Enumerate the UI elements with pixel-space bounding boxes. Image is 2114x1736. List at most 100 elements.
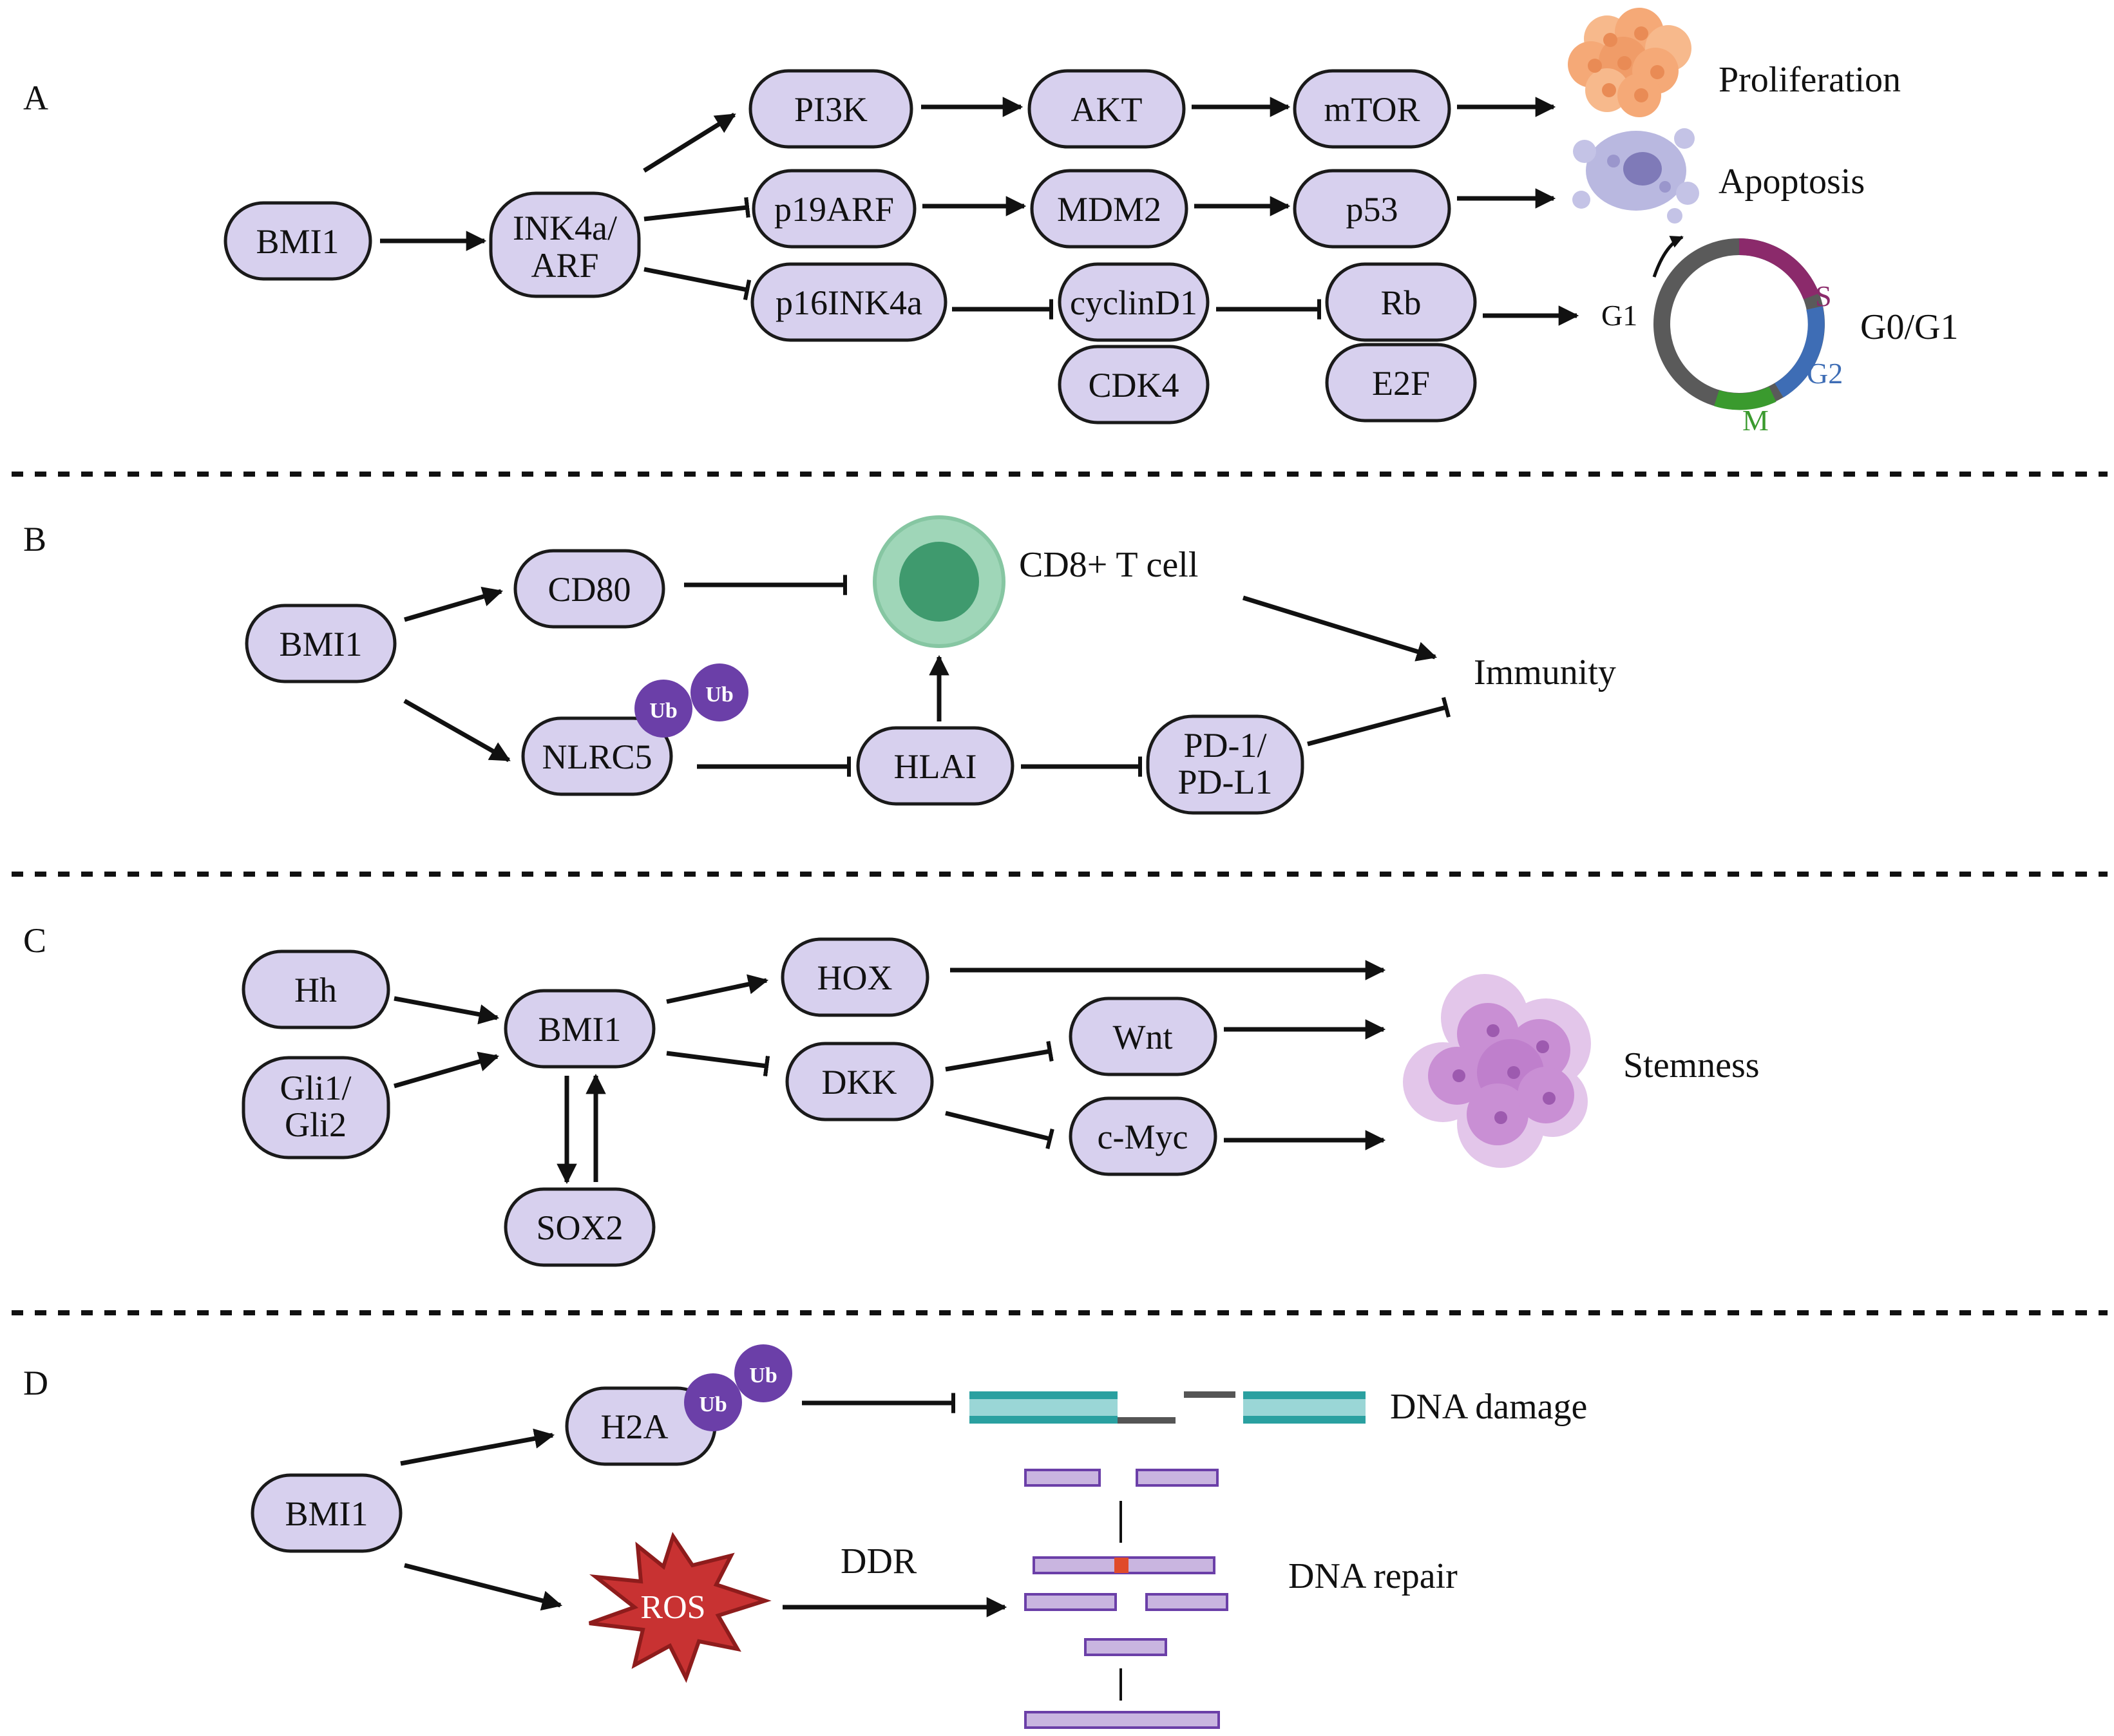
node-cmyc: c-Myc	[1069, 1096, 1217, 1176]
node-ink4a-arf: INK4a/ ARF	[489, 191, 641, 298]
ub-label-b-2: Ub	[705, 683, 733, 707]
node-h2a-label: H2A	[601, 1407, 669, 1446]
panel-label-b: B	[23, 520, 46, 558]
node-cyclind1-label: cyclinD1	[1070, 283, 1197, 322]
label-proliferation: Proliferation	[1719, 60, 1901, 100]
cell-cycle-g2-arc	[1774, 306, 1825, 398]
node-hox-label: HOX	[817, 959, 893, 997]
node-bmi1-d: BMI1	[251, 1473, 403, 1553]
label-ddr: DDR	[841, 1541, 917, 1581]
node-hh: Hh	[242, 949, 390, 1029]
edge-ink4a-pi3k	[643, 113, 736, 173]
edge-dkk-wnt	[945, 1040, 1054, 1072]
cell-cycle-label-s: S	[1815, 280, 1832, 312]
ub-label-d-2: Ub	[749, 1364, 777, 1388]
label-cd8-tcell: CD8+ T cell	[1019, 545, 1198, 585]
label-immunity: Immunity	[1474, 653, 1616, 692]
dna-repair-icon	[1024, 1469, 1228, 1729]
node-cdk4-label: CDK4	[1088, 366, 1179, 405]
node-bmi1-a: BMI1	[224, 201, 372, 281]
cell-cycle-arrow	[1652, 235, 1684, 278]
apoptosis-cell-icon	[1572, 128, 1699, 224]
node-ink4a-arf-line2: ARF	[531, 246, 598, 285]
label-stemness: Stemness	[1623, 1045, 1760, 1085]
node-gli: Gli1/ Gli2	[242, 1056, 390, 1159]
node-sox2: SOX2	[504, 1187, 656, 1267]
node-nlrc5: NLRC5	[521, 716, 673, 796]
ubiquitin-icon-b: Ub Ub	[634, 663, 748, 738]
dna-damage-icon	[969, 1391, 1366, 1424]
node-p19arf-label: p19ARF	[774, 190, 894, 229]
stem-cells-icon	[1403, 974, 1591, 1168]
node-akt-label: AKT	[1071, 90, 1143, 129]
edge-bmi1-h2a	[400, 1428, 555, 1466]
node-mdm2-label: MDM2	[1057, 190, 1161, 229]
node-mtor: mTOR	[1293, 69, 1451, 149]
node-cmyc-label: c-Myc	[1098, 1118, 1188, 1156]
node-pd1-pdl1: PD-1/ PD-L1	[1146, 714, 1304, 815]
node-dkk: DKK	[785, 1042, 934, 1121]
node-cd80: CD80	[513, 549, 665, 629]
cell-cycle-label-g1: G1	[1601, 299, 1637, 332]
node-dkk-label: DKK	[822, 1063, 897, 1102]
node-hlai: HLAI	[856, 726, 1014, 806]
node-bmi1-a-label: BMI1	[256, 222, 339, 261]
node-cdk4: CDK4	[1058, 345, 1210, 424]
edge-bmi1-cd80	[404, 586, 504, 622]
node-mtor-label: mTOR	[1324, 90, 1420, 129]
node-e2f: E2F	[1325, 343, 1477, 423]
node-p19arf: p19ARF	[752, 169, 917, 249]
edge-dkk-cmyc	[945, 1111, 1054, 1150]
panel-label-d: D	[23, 1364, 48, 1402]
edge-hh-bmi1	[394, 996, 500, 1025]
node-gli-line2: Gli2	[285, 1105, 347, 1144]
node-rb-label: Rb	[1380, 283, 1421, 322]
ub-label-b-1: Ub	[649, 699, 677, 723]
edge-ink4a-p19arf	[643, 196, 750, 222]
ub-label-d-1: Ub	[699, 1393, 727, 1416]
node-pd1-line1: PD-1/	[1183, 726, 1266, 765]
edge-bmi1-ros	[404, 1563, 563, 1611]
node-mdm2: MDM2	[1030, 169, 1188, 249]
cell-cycle-label-m: M	[1742, 404, 1769, 437]
ros-burst-icon	[588, 1532, 772, 1683]
edge-ink4a-p16	[643, 267, 752, 301]
node-cd80-label: CD80	[548, 570, 631, 609]
edge-gli-bmi1	[394, 1051, 500, 1089]
node-nlrc5-label: NLRC5	[542, 738, 652, 776]
node-hlai-label: HLAI	[894, 747, 977, 786]
edge-tcell-immunity	[1242, 595, 1438, 662]
label-apoptosis: Apoptosis	[1719, 162, 1865, 202]
edge-pd1-immunity	[1307, 696, 1451, 747]
panel-label-c: C	[23, 921, 46, 960]
label-dna-damage: DNA damage	[1390, 1387, 1587, 1427]
cell-cycle-icon	[1652, 235, 1825, 410]
node-hh-label: Hh	[294, 971, 337, 1009]
node-cyclind1: cyclinD1	[1058, 262, 1210, 342]
node-pd1-line2: PD-L1	[1178, 763, 1273, 801]
node-wnt-label: Wnt	[1113, 1018, 1173, 1056]
node-h2a: H2A	[565, 1386, 717, 1466]
node-bmi1-d-label: BMI1	[285, 1494, 368, 1533]
label-g0g1: G0/G1	[1860, 307, 1958, 347]
node-akt: AKT	[1027, 69, 1186, 149]
node-p16ink4a-label: p16INK4a	[776, 283, 922, 322]
edge-bmi1-dkk	[666, 1051, 770, 1077]
ros-label: ROS	[640, 1589, 705, 1626]
node-wnt: Wnt	[1069, 997, 1217, 1076]
cd8-t-cell-icon	[873, 515, 1005, 648]
cell-cycle-s-arc	[1738, 238, 1820, 300]
node-rb: Rb	[1325, 262, 1477, 342]
panel-label-a: A	[23, 79, 48, 117]
ubiquitin-icon-d: Ub Ub	[684, 1344, 792, 1431]
cell-cycle-m-arc	[1714, 386, 1776, 410]
node-bmi1-c: BMI1	[504, 989, 656, 1069]
node-p53-label: p53	[1346, 190, 1398, 229]
cell-cycle-label-g2: G2	[1807, 357, 1843, 390]
node-p53: p53	[1293, 169, 1451, 249]
proliferation-cells-icon	[1568, 8, 1691, 117]
node-bmi1-b-label: BMI1	[279, 625, 362, 663]
node-e2f-label: E2F	[1372, 364, 1430, 403]
label-dna-repair: DNA repair	[1288, 1556, 1458, 1596]
